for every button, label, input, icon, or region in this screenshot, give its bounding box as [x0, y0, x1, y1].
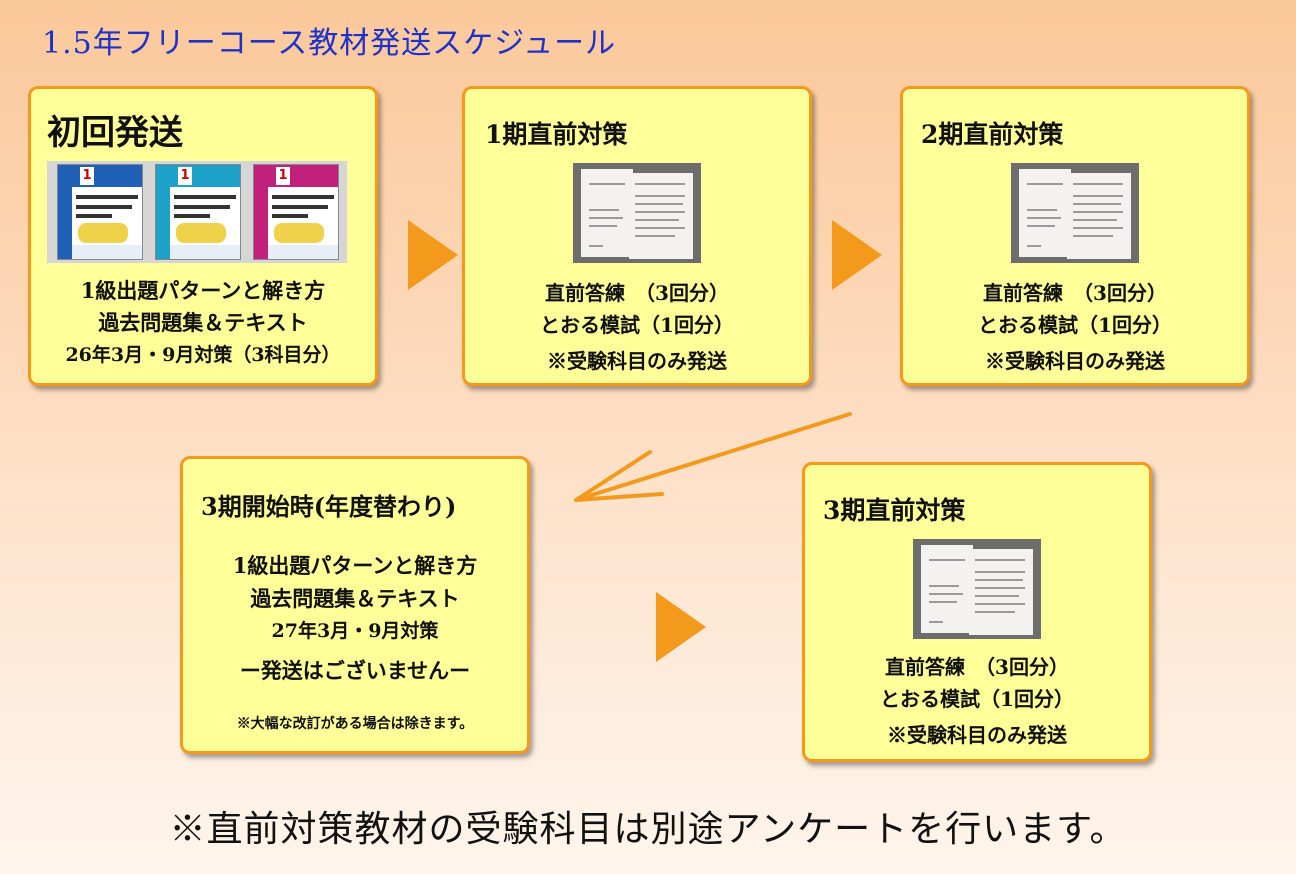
item-line-2: とおる模試（1回分）	[540, 313, 734, 337]
box-title: 初回発送	[47, 113, 183, 153]
exam-documents-image	[573, 163, 701, 263]
exam-documents-image	[913, 539, 1041, 639]
box-content: 1級出題パターンと解き方 過去問題集＆テキスト 26年3月・9月対策（3科目分）	[31, 275, 375, 371]
item-line-1: 1級出題パターンと解き方	[232, 553, 478, 578]
period3-box: 3期直前対策 直前答練 （3回分） とおる模試（1回分） ※受験科目のみ発送	[802, 462, 1152, 762]
flow-arrow-right	[408, 220, 458, 290]
box-title: 2期直前対策	[921, 120, 1064, 149]
item-line-2: とおる模試（1回分）	[880, 687, 1074, 711]
item-line-1: 直前答練 （3回分）	[545, 281, 729, 305]
item-line-3: 27年3月・9月対策	[271, 620, 439, 642]
revision-note: ※大幅な改訂がある場合は除きます。	[236, 716, 474, 732]
period1-box: 1期直前対策 直前答練 （3回分） とおる模試（1回分） ※受験科目のみ発送	[462, 86, 812, 386]
box-title: 3期直前対策	[823, 496, 966, 525]
item-line-1: 1級出題パターンと解き方	[80, 278, 326, 303]
box-content: 直前答練 （3回分） とおる模試（1回分） ※受験科目のみ発送	[465, 277, 809, 377]
box-content: 1級出題パターンと解き方 過去問題集＆テキスト 27年3月・9月対策 ー発送はご…	[183, 549, 527, 687]
item-line-1: 直前答練 （3回分）	[983, 281, 1167, 305]
textbook-cover-teal: 1	[155, 164, 241, 260]
page-title: 1.5年フリーコース教材発送スケジュール	[42, 26, 617, 61]
item-line-3: ※受験科目のみ発送	[547, 349, 727, 373]
textbook-cover-magenta: 1	[253, 164, 339, 260]
flow-arrow-right	[832, 220, 882, 290]
item-line-3: ※受験科目のみ発送	[887, 723, 1067, 747]
item-line-3: 26年3月・9月対策（3科目分）	[65, 344, 341, 366]
item-line-3: ※受験科目のみ発送	[985, 349, 1165, 373]
flow-arrow-right	[656, 592, 706, 662]
textbook-covers-image: 1 1 1	[47, 161, 347, 263]
item-line-2: 過去問題集＆テキスト	[98, 310, 308, 335]
box-content: 直前答練 （3回分） とおる模試（1回分） ※受験科目のみ発送	[903, 277, 1247, 377]
period2-box: 2期直前対策 直前答練 （3回分） とおる模試（1回分） ※受験科目のみ発送	[900, 86, 1250, 386]
survey-footnote: ※直前対策教材の受験科目は別途アンケートを行います。	[169, 809, 1127, 850]
item-line-1: 直前答練 （3回分）	[885, 655, 1069, 679]
box-title: 1期直前対策	[485, 120, 628, 149]
item-line-4: ー発送はございませんー	[239, 658, 471, 683]
item-line-2: 過去問題集＆テキスト	[250, 586, 460, 611]
box-title: 3期開始時(年度替わり)	[201, 492, 457, 521]
period3-start-box: 3期開始時(年度替わり) 1級出題パターンと解き方 過去問題集＆テキスト 27年…	[180, 456, 530, 754]
textbook-cover-blue: 1	[57, 164, 143, 260]
initial-shipment-box: 初回発送 1 1 1	[28, 86, 378, 386]
exam-documents-image	[1011, 163, 1139, 263]
box-content: 直前答練 （3回分） とおる模試（1回分） ※受験科目のみ発送	[805, 651, 1149, 751]
item-line-2: とおる模試（1回分）	[978, 313, 1172, 337]
